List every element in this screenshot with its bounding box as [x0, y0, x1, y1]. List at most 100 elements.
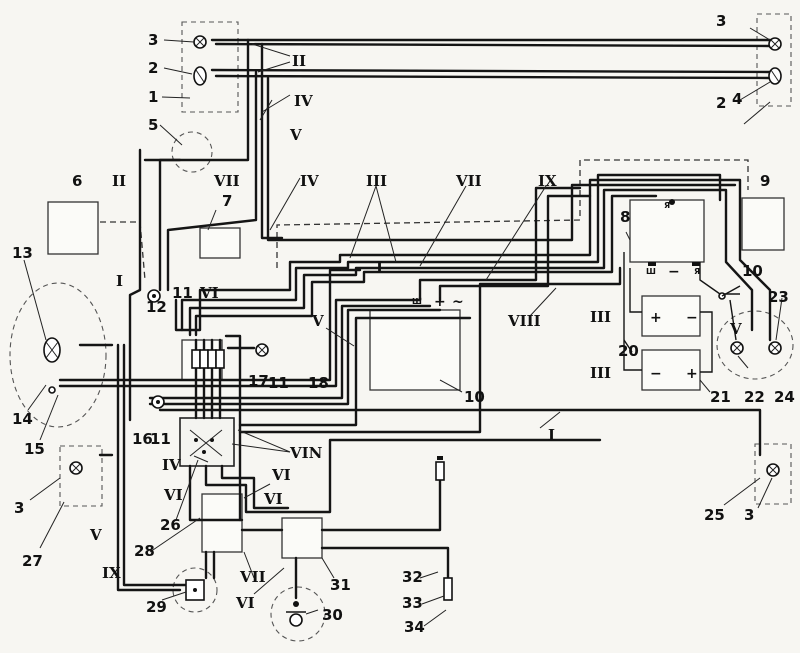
leader-II-top-b [257, 61, 291, 73]
leader-II-top [251, 43, 291, 57]
label-20: 20 [618, 342, 639, 360]
leader-15 [39, 394, 59, 441]
leader-VII-28 [243, 551, 255, 579]
switch-5-outline [171, 131, 213, 173]
leader-26 [175, 459, 199, 521]
label-11b: 11 [150, 430, 171, 448]
leader-V-mid [325, 327, 355, 347]
wire-label-VI-1: VI [271, 466, 291, 484]
terminal-label-8a: Я [664, 201, 670, 210]
leader-33 [421, 595, 445, 605]
label-21: 21 [710, 388, 731, 406]
connector-33 [443, 577, 453, 601]
leader-VI-26 [193, 455, 209, 463]
ignition-lock-12 [147, 289, 161, 303]
wire-label-VI-bottom: VI [235, 594, 255, 612]
lamp-25-outline [754, 443, 792, 505]
wire-VI-c [220, 464, 290, 510]
leader-VI-bottom [253, 567, 285, 595]
wire-label-VI-top: VI [199, 284, 219, 302]
label-6: 6 [72, 172, 82, 190]
switch-16 [151, 395, 165, 409]
label-22: 22 [744, 388, 765, 406]
battery-upper-box [641, 295, 701, 337]
terminal-label-8c: Я [694, 267, 700, 276]
front-lamp-housing-outline [181, 21, 239, 113]
label-26: 26 [160, 516, 181, 534]
wire-I [158, 408, 762, 457]
wire-label-III-bat-2: III [590, 364, 611, 382]
wire-label-IX-left: IX [102, 564, 121, 582]
headlamp-outline [9, 282, 107, 428]
lamp-2-front [193, 66, 207, 86]
label-17: 17 [248, 372, 269, 390]
wire-IV [210, 68, 772, 74]
label-33: 33 [402, 594, 423, 612]
component-9-box [741, 197, 785, 251]
leader-IV-b [269, 177, 301, 231]
fuses-17 [191, 349, 225, 369]
label-8: 8 [620, 208, 630, 226]
wire-V-left [122, 343, 187, 587]
leader-VI-r [243, 483, 271, 499]
leader-31 [321, 557, 335, 579]
label-31: 31 [330, 576, 351, 594]
leader-VIN-b [231, 443, 291, 453]
label-30: 30 [322, 606, 343, 624]
rear-lights-outline [716, 310, 794, 380]
battery-minus-top: − [686, 310, 698, 326]
label-2: 2 [148, 59, 158, 77]
wire-VI-a [188, 464, 244, 522]
leader-28 [149, 517, 201, 553]
switch-block-26 [189, 429, 223, 457]
label-34: 34 [404, 618, 425, 636]
label-16: 16 [132, 430, 153, 448]
wire-vert-2 [166, 70, 258, 292]
generator-8-symbol [648, 199, 700, 266]
wire-V [238, 316, 472, 427]
wire-label-VIII: VIII [507, 312, 541, 330]
leader-2r [739, 81, 771, 101]
wire-label-I-mid: I [376, 258, 383, 276]
leader-19 [439, 379, 463, 393]
wire-vert-1 [158, 38, 250, 292]
leader-I [539, 411, 561, 429]
wire-label-VI-2: VI [263, 490, 283, 508]
leader-30 [305, 609, 319, 615]
label-32: 32 [402, 568, 423, 586]
wire-label-I-right: I [548, 426, 555, 444]
label-25: 25 [704, 506, 725, 524]
label-3-left: 3 [14, 499, 24, 517]
leader-25 [723, 477, 761, 506]
leader-IV-a [261, 94, 291, 113]
component-6-box [47, 201, 99, 255]
horn-30-outline [270, 586, 326, 642]
lamp-27 [69, 461, 83, 475]
switch-20 [623, 339, 633, 353]
wire-switch-10 [699, 262, 740, 295]
wire-IV-b [214, 74, 772, 80]
lamp-27-outline [59, 445, 103, 507]
label-2-rear: 2 [716, 94, 726, 112]
leader-3 [163, 39, 195, 43]
wire-label-VI-block: VI [163, 486, 183, 504]
wire-vert-4 [266, 76, 737, 242]
lamp-3-front [193, 35, 207, 49]
label-11a: 11 [172, 284, 193, 302]
leader-32 [419, 571, 439, 579]
label-23: 23 [768, 288, 789, 306]
label-15: 15 [24, 440, 45, 458]
leader-VII [419, 185, 467, 267]
leader-VIN [237, 429, 291, 453]
wire-label-VII-bottom: VII [239, 568, 266, 586]
label-10: 10 [742, 262, 763, 280]
battery-lower-box [641, 349, 701, 391]
wire-16 [148, 304, 432, 400]
polarity-plus-19: + [434, 294, 446, 310]
label-4: 4 [732, 90, 742, 108]
label-3-rear: 3 [716, 12, 726, 30]
wire-III [174, 178, 772, 342]
label-19: 10 [464, 388, 485, 406]
